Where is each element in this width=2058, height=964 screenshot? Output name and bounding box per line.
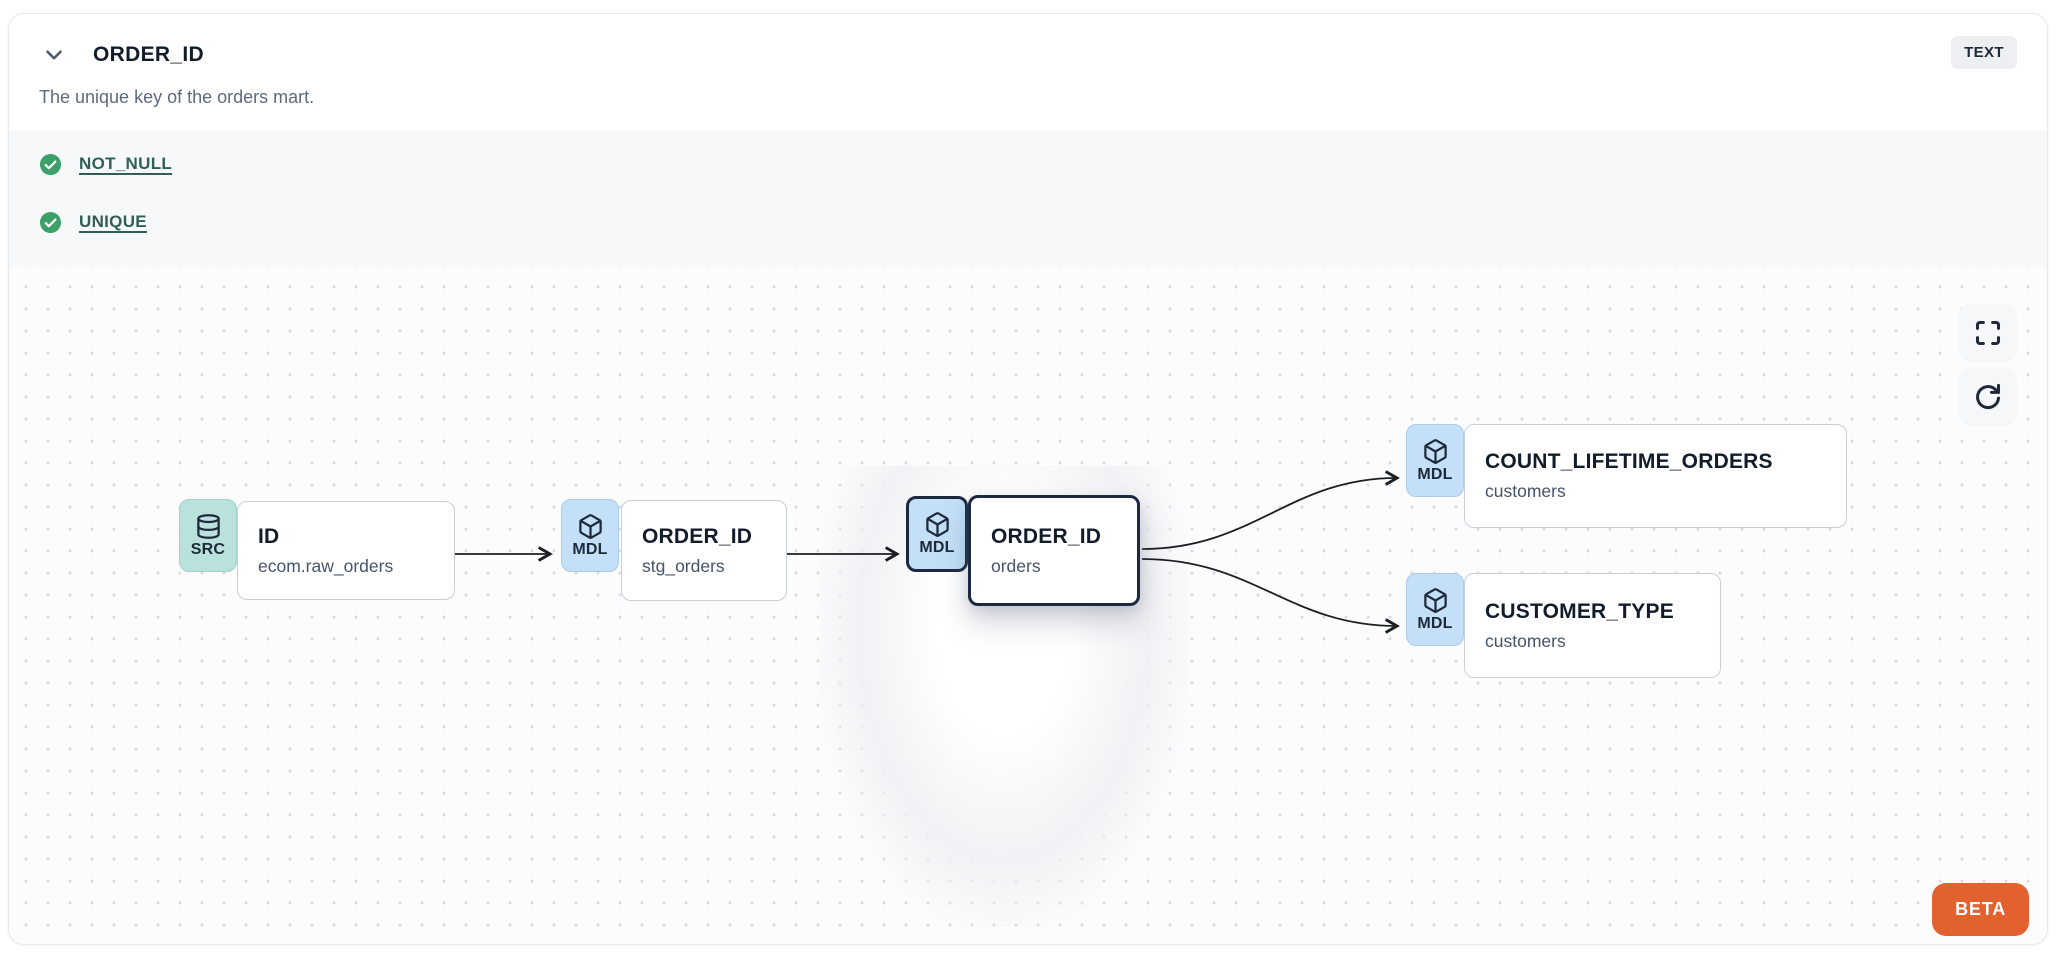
node-type-label: SRC [190, 540, 226, 558]
test-row-unique: UNIQUE [39, 209, 2017, 235]
node-subtitle: orders [991, 555, 1041, 576]
test-link-unique[interactable]: UNIQUE [79, 212, 147, 231]
node-subtitle: ecom.raw_orders [258, 555, 394, 576]
fullscreen-button[interactable] [1959, 304, 2017, 362]
node-title: COUNT_LIFETIME_ORDERS [1485, 450, 1773, 473]
node-card: ORDER_ID orders [968, 495, 1140, 606]
beta-badge: BETA [1932, 883, 2029, 936]
test-link-not-null[interactable]: NOT_NULL [79, 154, 173, 173]
tests-section: NOT_NULL UNIQUE [9, 131, 2047, 266]
refresh-button[interactable] [1959, 368, 2017, 426]
node-type-badge: MDL [1406, 424, 1464, 497]
lineage-canvas[interactable]: SRC ID ecom.raw_orders MDL ORDER_ID stg_… [9, 266, 2047, 944]
cube-icon [1422, 438, 1449, 465]
cube-icon [924, 511, 951, 538]
node-title: ID [258, 524, 280, 548]
page-title: ORDER_ID [93, 43, 204, 66]
fullscreen-icon [1974, 319, 2002, 347]
database-icon [195, 513, 222, 540]
node-type-badge: SRC [179, 499, 237, 572]
node-type-badge: MDL [906, 496, 968, 572]
node-type-label: MDL [1417, 614, 1453, 632]
header: ORDER_ID TEXT The unique key of the orde… [9, 14, 2047, 131]
node-subtitle: customers [1485, 481, 1566, 501]
node-card: ORDER_ID stg_orders [621, 500, 787, 601]
node-type-label: MDL [572, 540, 608, 558]
node-title: ORDER_ID [991, 524, 1102, 548]
column-doc-card: ORDER_ID TEXT The unique key of the orde… [8, 13, 2048, 945]
cube-icon [577, 513, 604, 540]
refresh-icon [1974, 383, 2002, 411]
edge-orders-to-count-lifetime-orders [1141, 470, 1400, 550]
check-circle-icon [39, 211, 62, 234]
node-card: COUNT_LIFETIME_ORDERS customers [1464, 424, 1847, 528]
node-card: ID ecom.raw_orders [237, 501, 455, 600]
cube-icon [1422, 587, 1449, 614]
node-subtitle: stg_orders [642, 555, 725, 576]
node-type-badge: MDL [1406, 573, 1464, 646]
test-row-not-null: NOT_NULL [39, 151, 2017, 177]
chevron-down-icon [41, 42, 67, 68]
node-subtitle: customers [1485, 630, 1566, 651]
edge-orders-to-customer-type [1141, 558, 1400, 634]
column-description: The unique key of the orders mart. [39, 87, 315, 107]
node-title: ORDER_ID [642, 524, 753, 548]
collapse-button[interactable] [39, 40, 69, 70]
node-type-label: MDL [919, 539, 955, 556]
column-type-badge: TEXT [1951, 36, 2017, 69]
node-type-label: MDL [1417, 465, 1453, 483]
node-card: CUSTOMER_TYPE customers [1464, 573, 1721, 678]
node-type-badge: MDL [561, 499, 619, 572]
check-circle-icon [39, 153, 62, 176]
node-title: CUSTOMER_TYPE [1485, 599, 1674, 623]
